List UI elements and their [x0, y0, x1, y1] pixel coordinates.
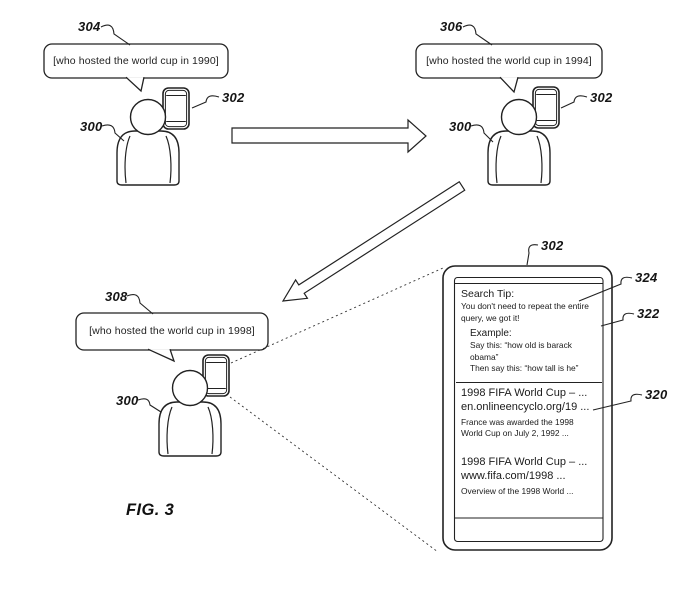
example-line: Then say this: “how tall is he”: [470, 363, 579, 373]
leader-324: [578, 276, 633, 302]
ref-label-306: 306: [440, 19, 463, 34]
ref-label-320: 320: [645, 387, 668, 402]
result-title[interactable]: 1998 FIFA World Cup – ...: [461, 455, 588, 468]
speech-bubble-1990: [who hosted the world cup in 1990]: [45, 45, 227, 77]
leader-lines: [100, 24, 643, 413]
leader-302-1: [191, 95, 220, 109]
ref-label-300-user2: 300: [449, 119, 472, 134]
ref-label-302-phone-large: 302: [541, 238, 564, 253]
phone-screen-content: Search Tip: You don't need to repeat the…: [456, 284, 602, 518]
zoom-callout-line-top: [230, 267, 444, 364]
ref-label-308: 308: [105, 289, 128, 304]
leader-300-2: [470, 124, 494, 143]
search-tip-line: You don't need to repeat the entire: [461, 301, 589, 311]
query-text-1994: [who hosted the world cup in 1994]: [426, 55, 592, 67]
leader-300-3: [137, 398, 162, 413]
speech-bubble-1994-shape: [415, 43, 603, 94]
ref-label-322: 322: [637, 306, 660, 321]
result-url[interactable]: www.fifa.com/1998 ...: [461, 470, 566, 482]
speech-bubble-1990-shape: [43, 43, 229, 93]
ref-label-304: 304: [78, 19, 101, 34]
search-tip-title: Search Tip:: [461, 288, 515, 300]
speech-bubble-1998-shape: [75, 312, 269, 363]
leader-302-3: [526, 244, 539, 266]
result-snippet: Overview of the 1998 World ...: [461, 485, 574, 496]
leader-306: [462, 24, 493, 46]
leader-300-1: [101, 124, 125, 142]
example-line: Say this: “how old is barack: [470, 340, 572, 350]
ref-label-300-user3: 300: [116, 393, 139, 408]
example-line: obama”: [470, 351, 499, 362]
handheld-phone-2: [532, 86, 560, 129]
search-result-2: 1998 FIFA World Cup – ... www.fifa.com/1…: [461, 455, 598, 498]
result-snippet: World Cup on July 2, 1992 ...: [461, 428, 569, 438]
leader-320: [592, 393, 643, 411]
ref-label-300-user1: 300: [80, 119, 103, 134]
diagonal-arrow: [281, 180, 466, 302]
result-snippet: France was awarded the 1998: [461, 416, 574, 427]
leader-302-2: [560, 95, 588, 109]
right-arrow: [231, 118, 427, 154]
ref-label-302-phone2: 302: [590, 90, 613, 105]
speech-bubble-1994: [who hosted the world cup in 1994]: [417, 45, 601, 77]
ref-label-324: 324: [635, 270, 658, 285]
search-result-1: 1998 FIFA World Cup – ... en.onlineencyc…: [461, 386, 598, 440]
leader-304: [100, 24, 131, 46]
ref-label-302-phone1: 302: [222, 90, 245, 105]
figure-caption: FIG. 3: [126, 501, 175, 519]
example-label: Example:: [470, 328, 512, 339]
large-phone-outline: [442, 265, 613, 551]
handheld-phone-1: [162, 87, 190, 130]
result-title[interactable]: 1998 FIFA World Cup – ...: [461, 386, 588, 399]
speech-bubble-1998: [who hosted the world cup in 1998]: [77, 314, 267, 348]
query-text-1998: [who hosted the world cup in 1998]: [89, 325, 255, 337]
zoom-callout-line-bottom: [229, 396, 439, 553]
screen-divider: [456, 381, 602, 383]
leader-322: [600, 312, 635, 327]
search-tip-line: query, we got it!: [461, 312, 520, 323]
result-url[interactable]: en.onlineencyclo.org/19 ...: [461, 401, 590, 413]
leader-308: [126, 294, 154, 315]
query-text-1990: [who hosted the world cup in 1990]: [53, 55, 219, 67]
